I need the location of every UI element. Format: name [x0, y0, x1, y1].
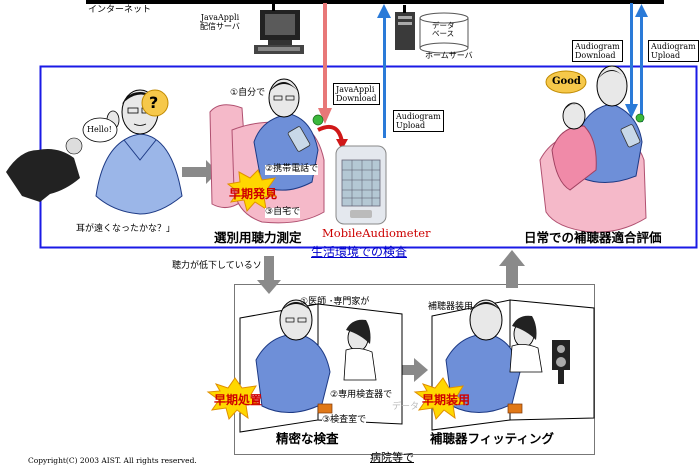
internet-label: インターネット	[88, 5, 152, 15]
home-server-label: ホームサーバ	[425, 51, 473, 60]
ear-question-text: 耳が遠くなったかな？」	[76, 224, 176, 234]
audiogram-upload-arrow-right	[635, 4, 648, 122]
hello-bubble-text: Hello!	[87, 125, 112, 134]
early-detection-text: 早期発見	[229, 187, 278, 201]
question-mark-icon: ?	[149, 93, 159, 112]
arrow-up-to-daily	[499, 250, 525, 288]
precise-exam-illustration	[239, 299, 403, 433]
audiogram-download-label: Audiogram Download	[572, 40, 623, 63]
hospital-step-3: ③検査室で	[322, 415, 367, 426]
fitting-title: 補聴器フィッティング	[430, 431, 555, 446]
audiogram-download-arrow	[625, 3, 638, 118]
java-server-label: JavaAppli 配信サーバ	[200, 13, 240, 31]
early-treatment-text: 早期処置	[214, 393, 263, 407]
arrow-to-fitting	[402, 358, 428, 382]
living-environment-title[interactable]: 生活環境での検査	[311, 245, 408, 259]
daily-evaluation-illustration	[539, 65, 647, 233]
copyright-text: Copyright(C) 2003 AIST. All rights reser…	[28, 456, 197, 465]
fitting-wearing-label: 補聴器装用	[428, 302, 474, 312]
javaappli-download-label: JavaAppli Download	[333, 83, 380, 106]
early-wearing-burst	[413, 377, 467, 421]
audiogram-upload-arrow-center	[377, 4, 391, 138]
database-icon	[419, 12, 469, 54]
internet-backbone	[86, 0, 664, 4]
screening-step-1: ①自分で	[230, 88, 266, 98]
database-label: データ ベース	[432, 21, 455, 39]
screening-step-3: ③自宅で	[265, 207, 301, 218]
mobile-audiometer-label: MobileAudiometer	[322, 226, 431, 240]
arrow-down-to-hospital	[257, 256, 281, 294]
hospital-step-2: ②専用検査器で	[330, 390, 393, 401]
early-treatment-burst	[206, 377, 260, 421]
hospital-step-1: ①医師 ･専門家が	[300, 297, 370, 307]
java-server-computer-icon	[254, 4, 304, 54]
data-transfer-text: データ	[392, 402, 420, 412]
javaappli-download-arrow	[318, 3, 332, 124]
screening-title: 選別用聴力測定	[214, 230, 302, 245]
elderly-man-illustration	[6, 89, 183, 215]
to-phone-arrow	[317, 125, 344, 143]
good-bubble-text: Good	[552, 76, 581, 87]
audiogram-upload-right-label: Audiogram Upload	[648, 40, 699, 63]
screening-step-2: ②携帯電話で	[265, 164, 319, 175]
precise-exam-title: 精密な検査	[276, 431, 339, 446]
mobile-audiometer-device-icon	[335, 145, 387, 225]
hearing-aid-fitting-illustration	[431, 299, 595, 431]
audiogram-upload-center-label: Audiogram Upload	[393, 110, 444, 133]
early-wearing-text: 早期装用	[422, 393, 471, 407]
hospital-section-title[interactable]: 病院等で	[370, 451, 414, 464]
hearing-decline-text: 聴力が低下しているソ	[172, 261, 262, 271]
home-server-icon	[395, 5, 415, 50]
daily-evaluation-title: 日常での補聴器適合評価	[524, 230, 662, 245]
